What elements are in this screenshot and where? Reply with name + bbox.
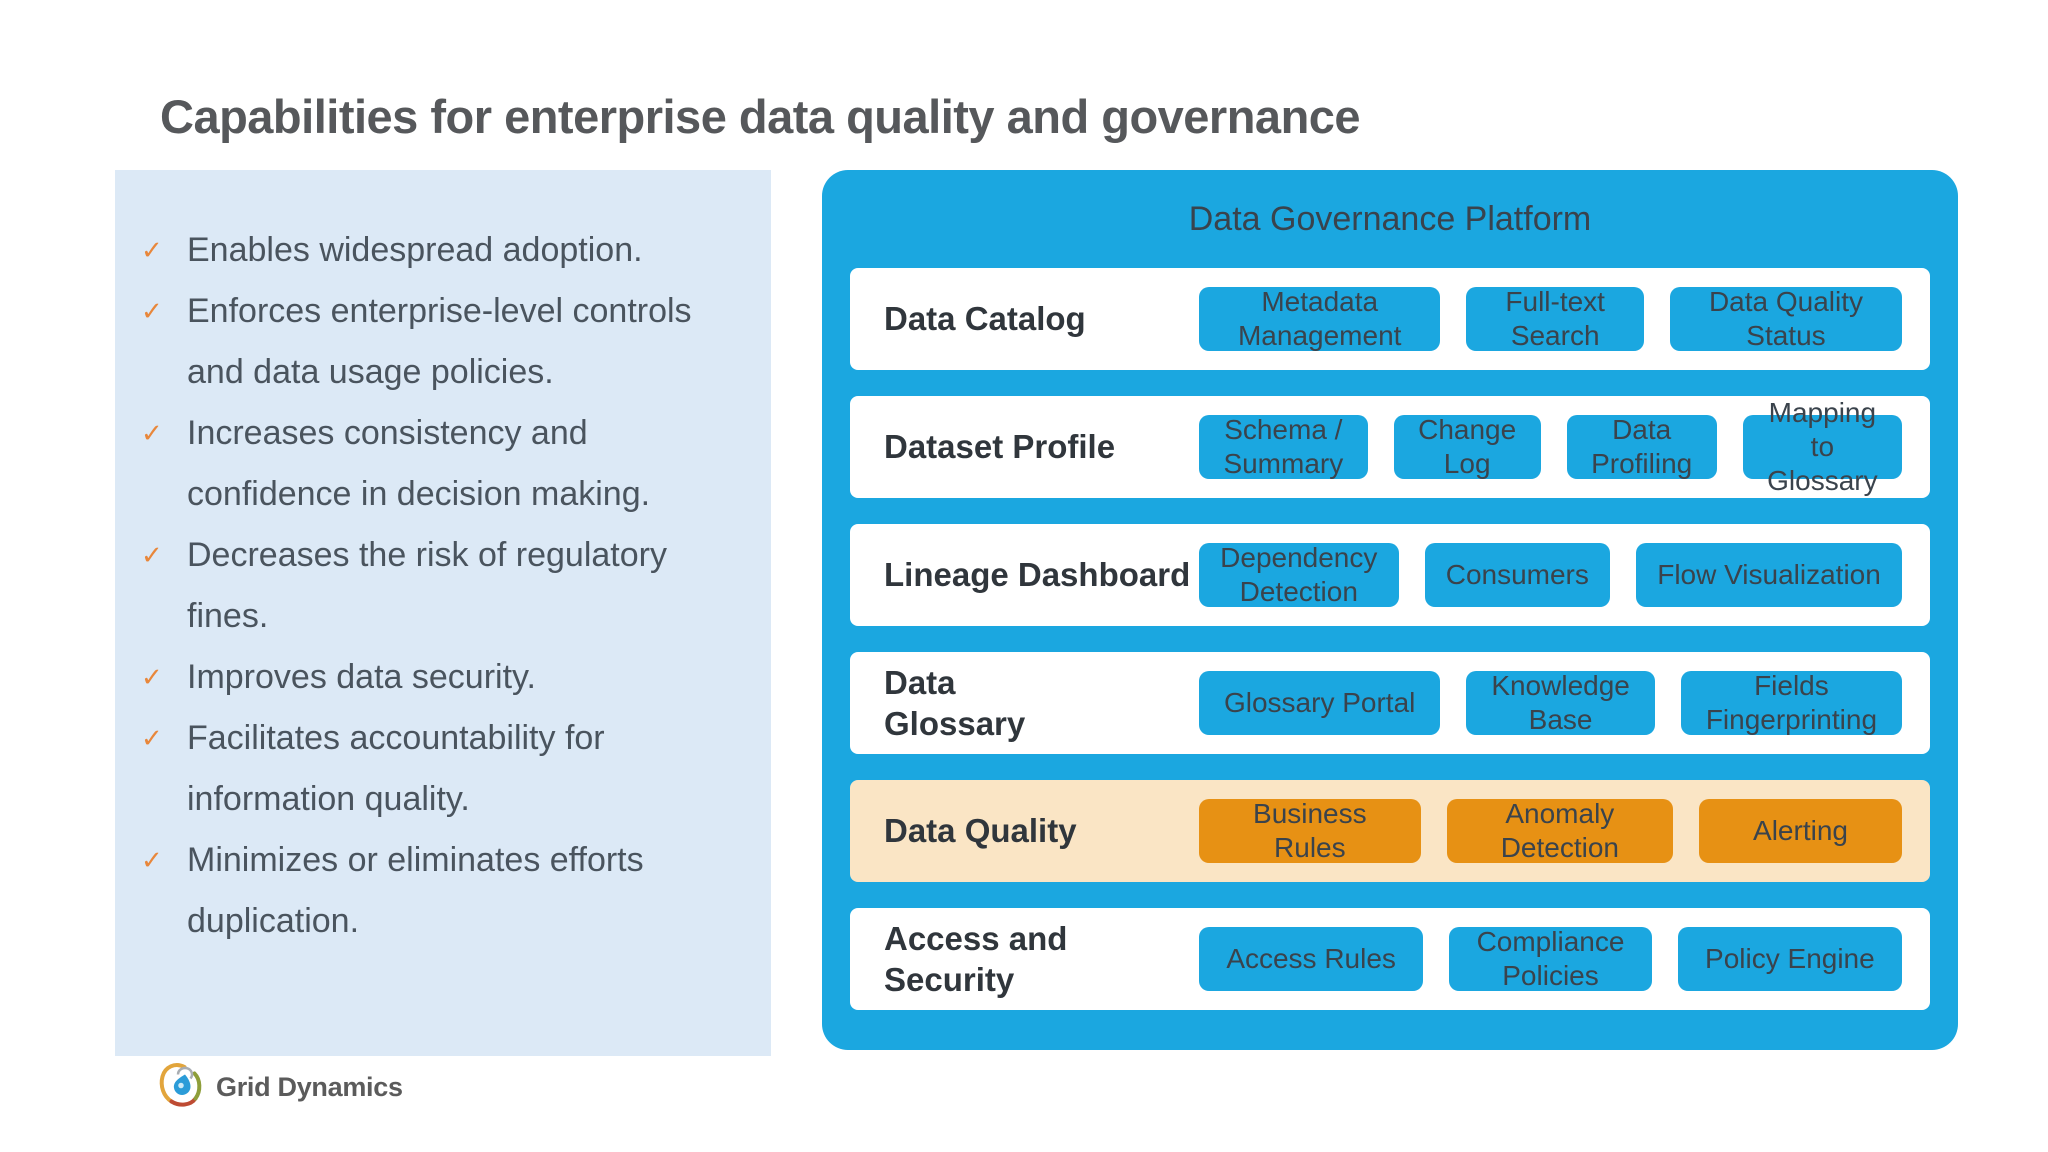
chip: Consumers	[1424, 543, 1611, 607]
list-item: ✓ Improves data security.	[141, 647, 761, 708]
row-label: Data Quality	[884, 812, 1077, 850]
chip-label: Business Rules	[1253, 798, 1367, 863]
chip-label: Policy Engine	[1705, 943, 1875, 974]
chip-label: Data Quality Status	[1708, 286, 1864, 351]
chip-label: Alerting	[1753, 815, 1848, 846]
chip: Flow Visualization	[1636, 543, 1902, 607]
row-chips: Business Rules Anomaly Detection Alertin…	[1199, 798, 1930, 863]
chip: Glossary Portal	[1199, 671, 1441, 735]
list-item: ✓ Enables widespread adoption.	[141, 220, 761, 281]
chip: Fields Fingerprinting	[1680, 670, 1902, 735]
check-icon: ✓	[141, 723, 163, 753]
check-icon: ✓	[141, 662, 163, 692]
row-label: Data Glossary	[884, 663, 1026, 742]
row-chips: Access Rules Compliance Policies Policy …	[1199, 926, 1930, 991]
check-icon: ✓	[141, 845, 163, 875]
platform-row: Dataset Profile Schema / Summary Change …	[850, 396, 1930, 498]
chip-label: Dependency Detection	[1220, 542, 1378, 607]
check-icon: ✓	[141, 540, 163, 570]
chip: Knowledge Base	[1466, 670, 1655, 735]
chip: Alerting	[1699, 799, 1902, 863]
chip-label: Anomaly Detection	[1500, 798, 1619, 863]
benefit-text: Decreases the risk of regulatory fines.	[187, 536, 667, 635]
platform-row: Data Glossary Glossary Portal Knowledge …	[850, 652, 1930, 754]
benefit-text: Facilitates accountability for informati…	[187, 719, 605, 818]
benefit-text: Increases consistency and confidence in …	[187, 414, 651, 513]
grid-dynamics-logo: Grid Dynamics	[156, 1060, 403, 1115]
chip-label: Knowledge Base	[1491, 670, 1630, 735]
check-icon: ✓	[141, 296, 163, 326]
check-icon: ✓	[141, 418, 163, 448]
chip-label: Schema / Summary	[1223, 414, 1344, 479]
chip: Dependency Detection	[1199, 542, 1399, 607]
chip: Anomaly Detection	[1446, 798, 1674, 863]
list-item: ✓ Facilitates accountability for informa…	[141, 708, 761, 830]
list-item: ✓ Enforces enterprise-level controls and…	[141, 281, 761, 403]
row-label: Access and Security	[884, 919, 1068, 998]
platform-panel: Data Governance Platform Data Catalog Me…	[822, 170, 1958, 1050]
platform-rows: Data Catalog Metadata Management Full-te…	[822, 268, 1958, 1010]
check-icon: ✓	[141, 235, 163, 265]
chip-label: Change Log	[1418, 414, 1517, 479]
chip-label: Compliance Policies	[1476, 926, 1625, 991]
benefits-list: ✓ Enables widespread adoption. ✓ Enforce…	[115, 170, 771, 952]
benefit-text: Enables widespread adoption.	[187, 231, 643, 269]
chip-label: Flow Visualization	[1657, 559, 1881, 590]
logo-text: Grid Dynamics	[216, 1072, 403, 1102]
chip: Mapping to Glossary	[1742, 397, 1903, 496]
chip: Metadata Management	[1199, 286, 1441, 351]
platform-title: Data Governance Platform	[1188, 199, 1592, 238]
list-item: ✓ Increases consistency and confidence i…	[141, 403, 761, 525]
platform-row: Data Catalog Metadata Management Full-te…	[850, 268, 1930, 370]
page-title: Capabilities for enterprise data quality…	[160, 90, 1361, 144]
benefit-text: Improves data security.	[187, 658, 536, 696]
list-item: ✓ Minimizes or eliminates efforts duplic…	[141, 830, 761, 952]
benefit-text: Enforces enterprise-level controls and d…	[187, 292, 692, 391]
chip-label: Access Rules	[1226, 943, 1396, 974]
benefit-text: Minimizes or eliminates efforts duplicat…	[187, 841, 644, 940]
grid-dynamics-logo-icon	[156, 1060, 206, 1115]
row-label: Lineage Dashboard	[884, 556, 1191, 594]
chip-label: Mapping to Glossary	[1767, 397, 1878, 496]
chip: Schema / Summary	[1199, 414, 1368, 479]
row-label: Dataset Profile	[884, 428, 1116, 466]
row-chips: Schema / Summary Change Log Data Profili…	[1199, 397, 1930, 496]
platform-row: Lineage Dashboard Dependency Detection C…	[850, 524, 1930, 626]
benefits-panel: ✓ Enables widespread adoption. ✓ Enforce…	[115, 170, 771, 1056]
chip: Policy Engine	[1677, 927, 1903, 991]
list-item: ✓ Decreases the risk of regulatory fines…	[141, 525, 761, 647]
platform-row: Access and Security Access Rules Complia…	[850, 908, 1930, 1010]
chip-label: Metadata Management	[1237, 286, 1402, 351]
row-label: Data Catalog	[884, 300, 1086, 338]
row-chips: Metadata Management Full-text Search Dat…	[1199, 286, 1930, 351]
chip: Data Profiling	[1566, 414, 1717, 479]
chip: Data Quality Status	[1669, 286, 1902, 351]
row-chips: Glossary Portal Knowledge Base Fields Fi…	[1199, 670, 1930, 735]
chip: Change Log	[1393, 414, 1541, 479]
chip-label: Full-text Search	[1505, 286, 1605, 351]
chip-label: Fields Fingerprinting	[1705, 670, 1878, 735]
row-chips: Dependency Detection Consumers Flow Visu…	[1199, 542, 1930, 607]
chip: Compliance Policies	[1449, 926, 1652, 991]
chip-label: Data Profiling	[1591, 414, 1693, 479]
chip-label: Glossary Portal	[1223, 687, 1416, 718]
chip: Full-text Search	[1466, 286, 1644, 351]
chip: Access Rules	[1199, 927, 1424, 991]
platform-row: Data Quality Business Rules Anomaly Dete…	[850, 780, 1930, 882]
chip: Business Rules	[1199, 798, 1421, 863]
chip-label: Consumers	[1445, 559, 1589, 590]
